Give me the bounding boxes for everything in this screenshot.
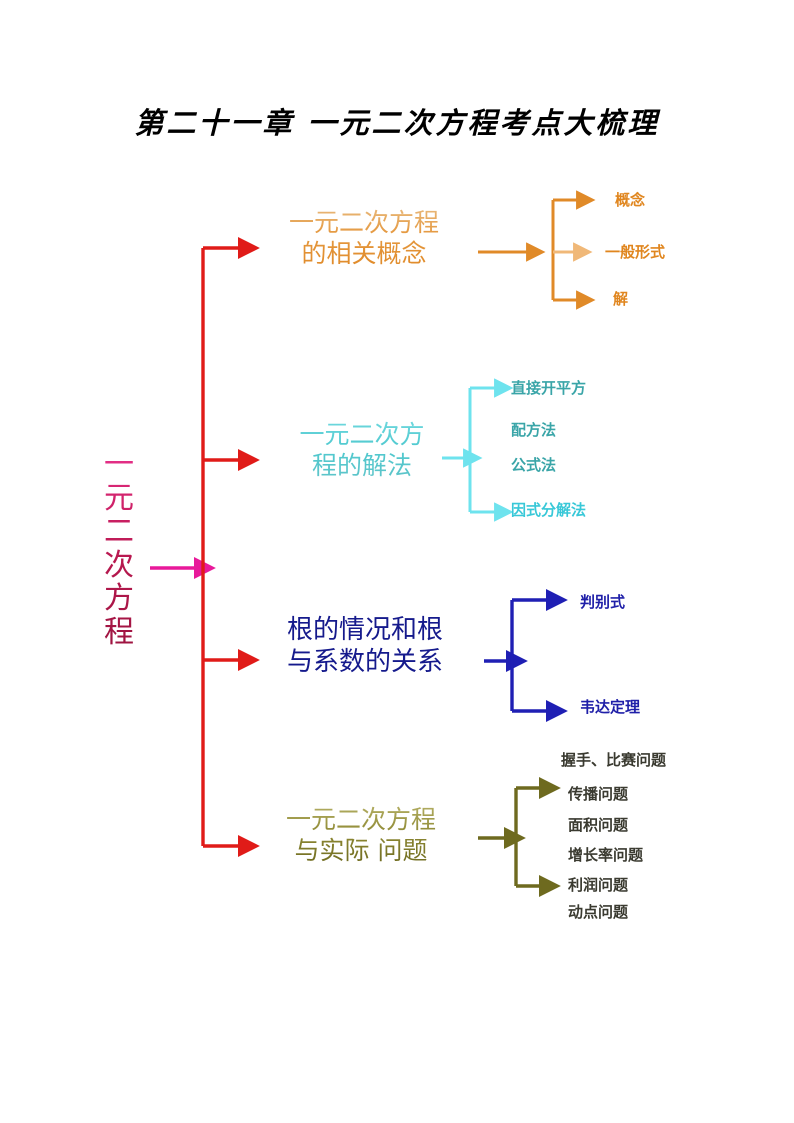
leaf-propagation: 传播问题	[568, 785, 629, 803]
root-char-3: 二	[104, 514, 134, 550]
branch-1-connectors	[478, 190, 596, 310]
branch-4-connectors	[478, 776, 561, 898]
leaf-concept: 概念	[615, 191, 646, 209]
page-title: 第二十一章 一元二次方程考点大梳理	[134, 106, 660, 140]
leaf-general-form: 一般形式	[605, 243, 666, 261]
leaf-solution: 解	[613, 290, 629, 308]
leaf-completing-square: 配方法	[511, 421, 557, 439]
branch-3-connectors	[484, 588, 568, 723]
leaf-area: 面积问题	[568, 816, 629, 834]
root-char-2: 元	[104, 480, 134, 516]
root-char-1: 一	[104, 447, 134, 482]
root-char-4: 次	[104, 547, 134, 583]
branch-title-solving-methods: 一元二次方 程的解法	[262, 420, 462, 481]
leaf-profit: 利润问题	[568, 876, 629, 894]
root-node: 一 元 二 次 方 程	[92, 448, 146, 650]
leaf-direct-square-root: 直接开平方	[511, 379, 587, 397]
branch-title-concepts: 一元二次方程 的相关概念	[256, 208, 472, 269]
leaf-discriminant: 判别式	[580, 593, 626, 611]
root-char-6: 程	[104, 614, 134, 650]
leaf-vieta-theorem: 韦达定理	[580, 698, 641, 716]
leaf-handshake-match: 握手、比赛问题	[561, 751, 667, 769]
leaf-moving-point: 动点问题	[568, 903, 629, 921]
branch-title-roots-relations: 根的情况和根 与系数的关系	[286, 615, 443, 677]
leaf-factoring: 因式分解法	[511, 501, 587, 519]
leaf-quadratic-formula: 公式法	[511, 456, 557, 474]
root-char-5: 方	[104, 581, 134, 617]
trunk-bracket	[201, 236, 260, 858]
leaf-growth-rate: 增长率问题	[568, 846, 644, 864]
branch-title-applications: 一元二次方程 与实际 问题	[252, 805, 470, 866]
